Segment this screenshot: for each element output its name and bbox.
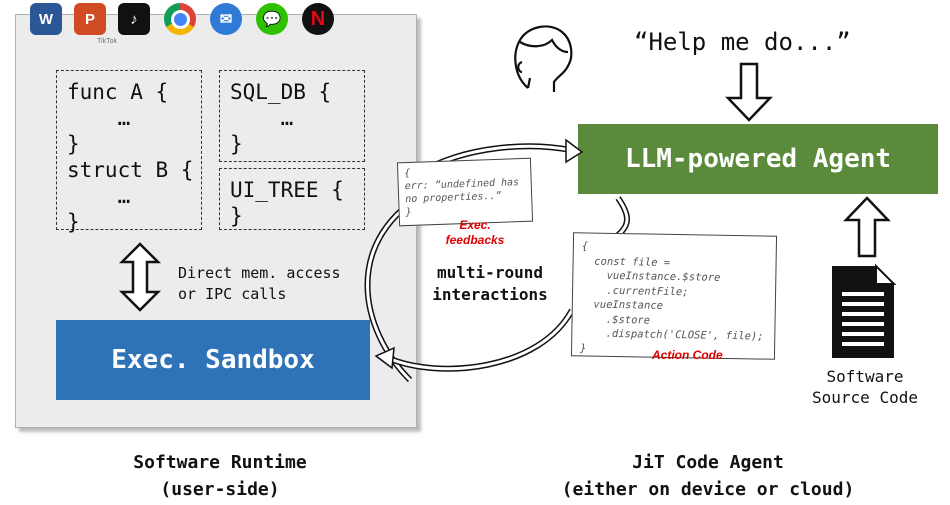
powerpoint-icon[interactable]: P <box>74 3 106 35</box>
wechat-icon[interactable]: 💬 <box>256 3 288 35</box>
feedback-note: { err: “undefined has no properties..” } <box>396 157 534 227</box>
feedback-label: Exec. feedbacks <box>445 218 505 247</box>
mem-access-label: Direct mem. access or IPC calls <box>178 264 341 303</box>
func-struct-box: func A { … } struct B { … } <box>56 70 202 234</box>
source-code-label: Software Source Code <box>812 367 918 407</box>
down-arrow-icon <box>725 62 773 122</box>
action-code-label: Action Code <box>652 348 723 362</box>
user-head-icon <box>514 25 573 92</box>
exec-sandbox: Exec. Sandbox <box>56 320 370 400</box>
runtime-caption: Software Runtime (user-side) <box>133 452 307 500</box>
double-arrow-icon <box>118 242 162 312</box>
document-icon <box>832 263 897 358</box>
ui-tree-box: UI_TREE { } <box>219 168 365 230</box>
tiktok-caption: TikTok <box>97 38 117 45</box>
word-icon[interactable]: W <box>30 3 62 35</box>
llm-agent-box: LLM-powered Agent <box>578 124 938 194</box>
thunderbird-icon[interactable]: ✉ <box>210 3 242 35</box>
user-prompt-text: “Help me do...” <box>634 28 851 56</box>
action-code-note: { const file = vueInstance.$store .curre… <box>570 232 778 360</box>
sql-db-box: SQL_DB { … } <box>219 70 365 162</box>
tiktok-icon[interactable]: ♪ <box>118 3 150 35</box>
up-arrow-icon <box>843 196 891 258</box>
agent-caption: JiT Code Agent (either on device or clou… <box>561 452 855 500</box>
chrome-icon[interactable] <box>164 3 196 35</box>
multi-round-label: multi-round interactions <box>432 263 548 304</box>
netflix-icon[interactable]: N <box>302 3 334 35</box>
